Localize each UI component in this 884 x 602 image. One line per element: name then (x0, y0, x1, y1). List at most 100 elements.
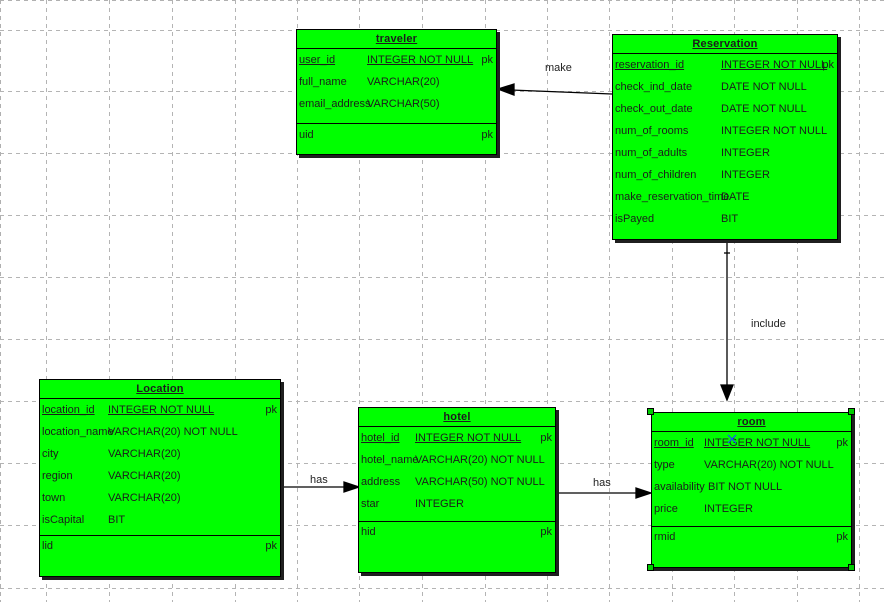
attribute-type: BIT NOT NULL (708, 481, 783, 493)
attribute-name: room_id (654, 437, 694, 449)
resize-handle-bottom-right[interactable] (848, 564, 855, 571)
entity-footer: rmid pk (652, 526, 851, 567)
attribute-row[interactable]: hotel_name VARCHAR(20) NOT NULL (359, 449, 555, 471)
attribute-type: INTEGER NOT NULL (704, 437, 811, 449)
attribute-row[interactable]: num_of_children INTEGER (613, 164, 837, 186)
attribute-name: location_id (42, 404, 95, 416)
primary-key-marker: pk (540, 526, 552, 538)
attribute-row[interactable]: price INTEGER (652, 498, 851, 520)
attribute-name: num_of_rooms (615, 125, 689, 137)
attribute-name: region (42, 470, 73, 482)
attribute-row[interactable]: reservation_id INTEGER NOT NULL pk (613, 54, 837, 76)
traveler-entity[interactable]: traveler user_id INTEGER NOT NULL pk ful… (296, 29, 497, 155)
attribute-type: VARCHAR(20) (108, 492, 181, 504)
entity-title: Reservation (613, 35, 837, 54)
primary-key-marker: pk (265, 404, 277, 416)
attribute-row[interactable]: num_of_rooms INTEGER NOT NULL (613, 120, 837, 142)
primary-key-marker: pk (836, 531, 848, 543)
primary-key-marker: pk (265, 540, 277, 552)
attribute-type: VARCHAR(20) NOT NULL (704, 459, 834, 471)
attribute-type: INTEGER (721, 147, 770, 159)
attribute-type: VARCHAR(20) NOT NULL (415, 454, 545, 466)
attribute-row[interactable]: address VARCHAR(50) NOT NULL (359, 471, 555, 493)
resize-handle-bottom-left[interactable] (647, 564, 654, 571)
attribute-type: DATE NOT NULL (721, 81, 807, 93)
hotel-entity[interactable]: hotel hotel_id INTEGER NOT NULL pk hotel… (358, 407, 556, 573)
attribute-name: availability (654, 481, 705, 493)
location-entity[interactable]: Location location_id INTEGER NOT NULL pk… (39, 379, 281, 577)
connection-anchor-icon[interactable] (727, 434, 737, 444)
resize-handle-top-right[interactable] (848, 408, 855, 415)
foreign-key-name: hid (361, 526, 376, 538)
attribute-type: INTEGER NOT NULL (108, 404, 215, 416)
attribute-row[interactable]: email_address VARCHAR(50) (297, 93, 496, 115)
make-line[interactable] (510, 89, 613, 95)
attribute-type: VARCHAR(50) NOT NULL (415, 476, 545, 488)
room-entity[interactable]: room room_id INTEGER NOT NULL pk type VA… (651, 412, 852, 568)
attribute-row[interactable]: isCapital BIT (40, 509, 280, 531)
attribute-name: isCapital (42, 514, 85, 526)
attribute-row[interactable]: isPayed BIT (613, 208, 837, 230)
attribute-name: full_name (299, 76, 347, 88)
attribute-name: email_address (299, 98, 371, 110)
has-hotel-room-label: has (593, 477, 611, 489)
attribute-row[interactable]: user_id INTEGER NOT NULL pk (297, 49, 496, 71)
attribute-name: type (654, 459, 675, 471)
attribute-row[interactable]: hotel_id INTEGER NOT NULL pk (359, 427, 555, 449)
attribute-row[interactable]: location_name VARCHAR(20) NOT NULL (40, 421, 280, 443)
primary-key-marker: pk (540, 432, 552, 444)
entity-title: room (652, 413, 851, 432)
attribute-type: INTEGER (721, 169, 770, 181)
attribute-name: make_reservation_time (615, 191, 730, 203)
attribute-row[interactable]: room_id INTEGER NOT NULL pk (652, 432, 851, 454)
has-hotel-room-arrowhead (635, 487, 654, 499)
attribute-type: INTEGER NOT NULL (721, 125, 828, 137)
attribute-type: BIT (108, 514, 126, 526)
primary-key-marker: pk (481, 54, 493, 66)
resize-handle-top-left[interactable] (647, 408, 654, 415)
attribute-name: address (361, 476, 401, 488)
attribute-name: price (654, 503, 678, 515)
make-arrowhead (495, 83, 515, 96)
entity-title: hotel (359, 408, 555, 427)
attribute-row[interactable]: star INTEGER (359, 493, 555, 515)
attribute-row[interactable]: check_ind_date DATE NOT NULL (613, 76, 837, 98)
attribute-name: num_of_children (615, 169, 697, 181)
attribute-row[interactable]: full_name VARCHAR(20) (297, 71, 496, 93)
attribute-type: DATE (721, 191, 750, 203)
attribute-row[interactable]: type VARCHAR(20) NOT NULL (652, 454, 851, 476)
attribute-type: INTEGER NOT NULL (367, 54, 474, 66)
attribute-row[interactable]: make_reservation_time DATE (613, 186, 837, 208)
attribute-row[interactable]: region VARCHAR(20) (40, 465, 280, 487)
attribute-row[interactable]: city VARCHAR(20) (40, 443, 280, 465)
attribute-type: DATE NOT NULL (721, 103, 807, 115)
foreign-key-name: lid (42, 540, 54, 552)
has-location-hotel-arrowhead (343, 481, 362, 493)
include-label: include (751, 318, 786, 330)
attribute-row[interactable]: location_id INTEGER NOT NULL pk (40, 399, 280, 421)
attribute-row[interactable]: town VARCHAR(20) (40, 487, 280, 509)
attribute-name: isPayed (615, 213, 655, 225)
attribute-name: user_id (299, 54, 336, 66)
attribute-row[interactable]: num_of_adults INTEGER (613, 142, 837, 164)
attribute-type: INTEGER NOT NULL (415, 432, 522, 444)
primary-key-marker: pk (822, 59, 834, 71)
attribute-name: location_name (42, 426, 114, 438)
attribute-row[interactable]: availability BIT NOT NULL (652, 476, 851, 498)
attribute-row[interactable]: check_out_date DATE NOT NULL (613, 98, 837, 120)
attribute-type: VARCHAR(20) NOT NULL (108, 426, 238, 438)
entity-footer: lid pk (40, 535, 280, 576)
attribute-name: town (42, 492, 66, 504)
attribute-type: VARCHAR(50) (367, 98, 440, 110)
attribute-name: num_of_adults (615, 147, 688, 159)
include-arrowhead (720, 384, 734, 402)
entity-footer: hid pk (359, 521, 555, 572)
has-location-hotel-label: has (310, 474, 328, 486)
entity-footer: uid pk (297, 123, 496, 154)
entity-title: Location (40, 380, 280, 399)
attribute-name: check_out_date (615, 103, 693, 115)
attribute-name: check_ind_date (615, 81, 693, 93)
attribute-type: INTEGER (415, 498, 464, 510)
attribute-name: city (42, 448, 59, 460)
reservation-entity[interactable]: Reservation reservation_id INTEGER NOT N… (612, 34, 838, 240)
